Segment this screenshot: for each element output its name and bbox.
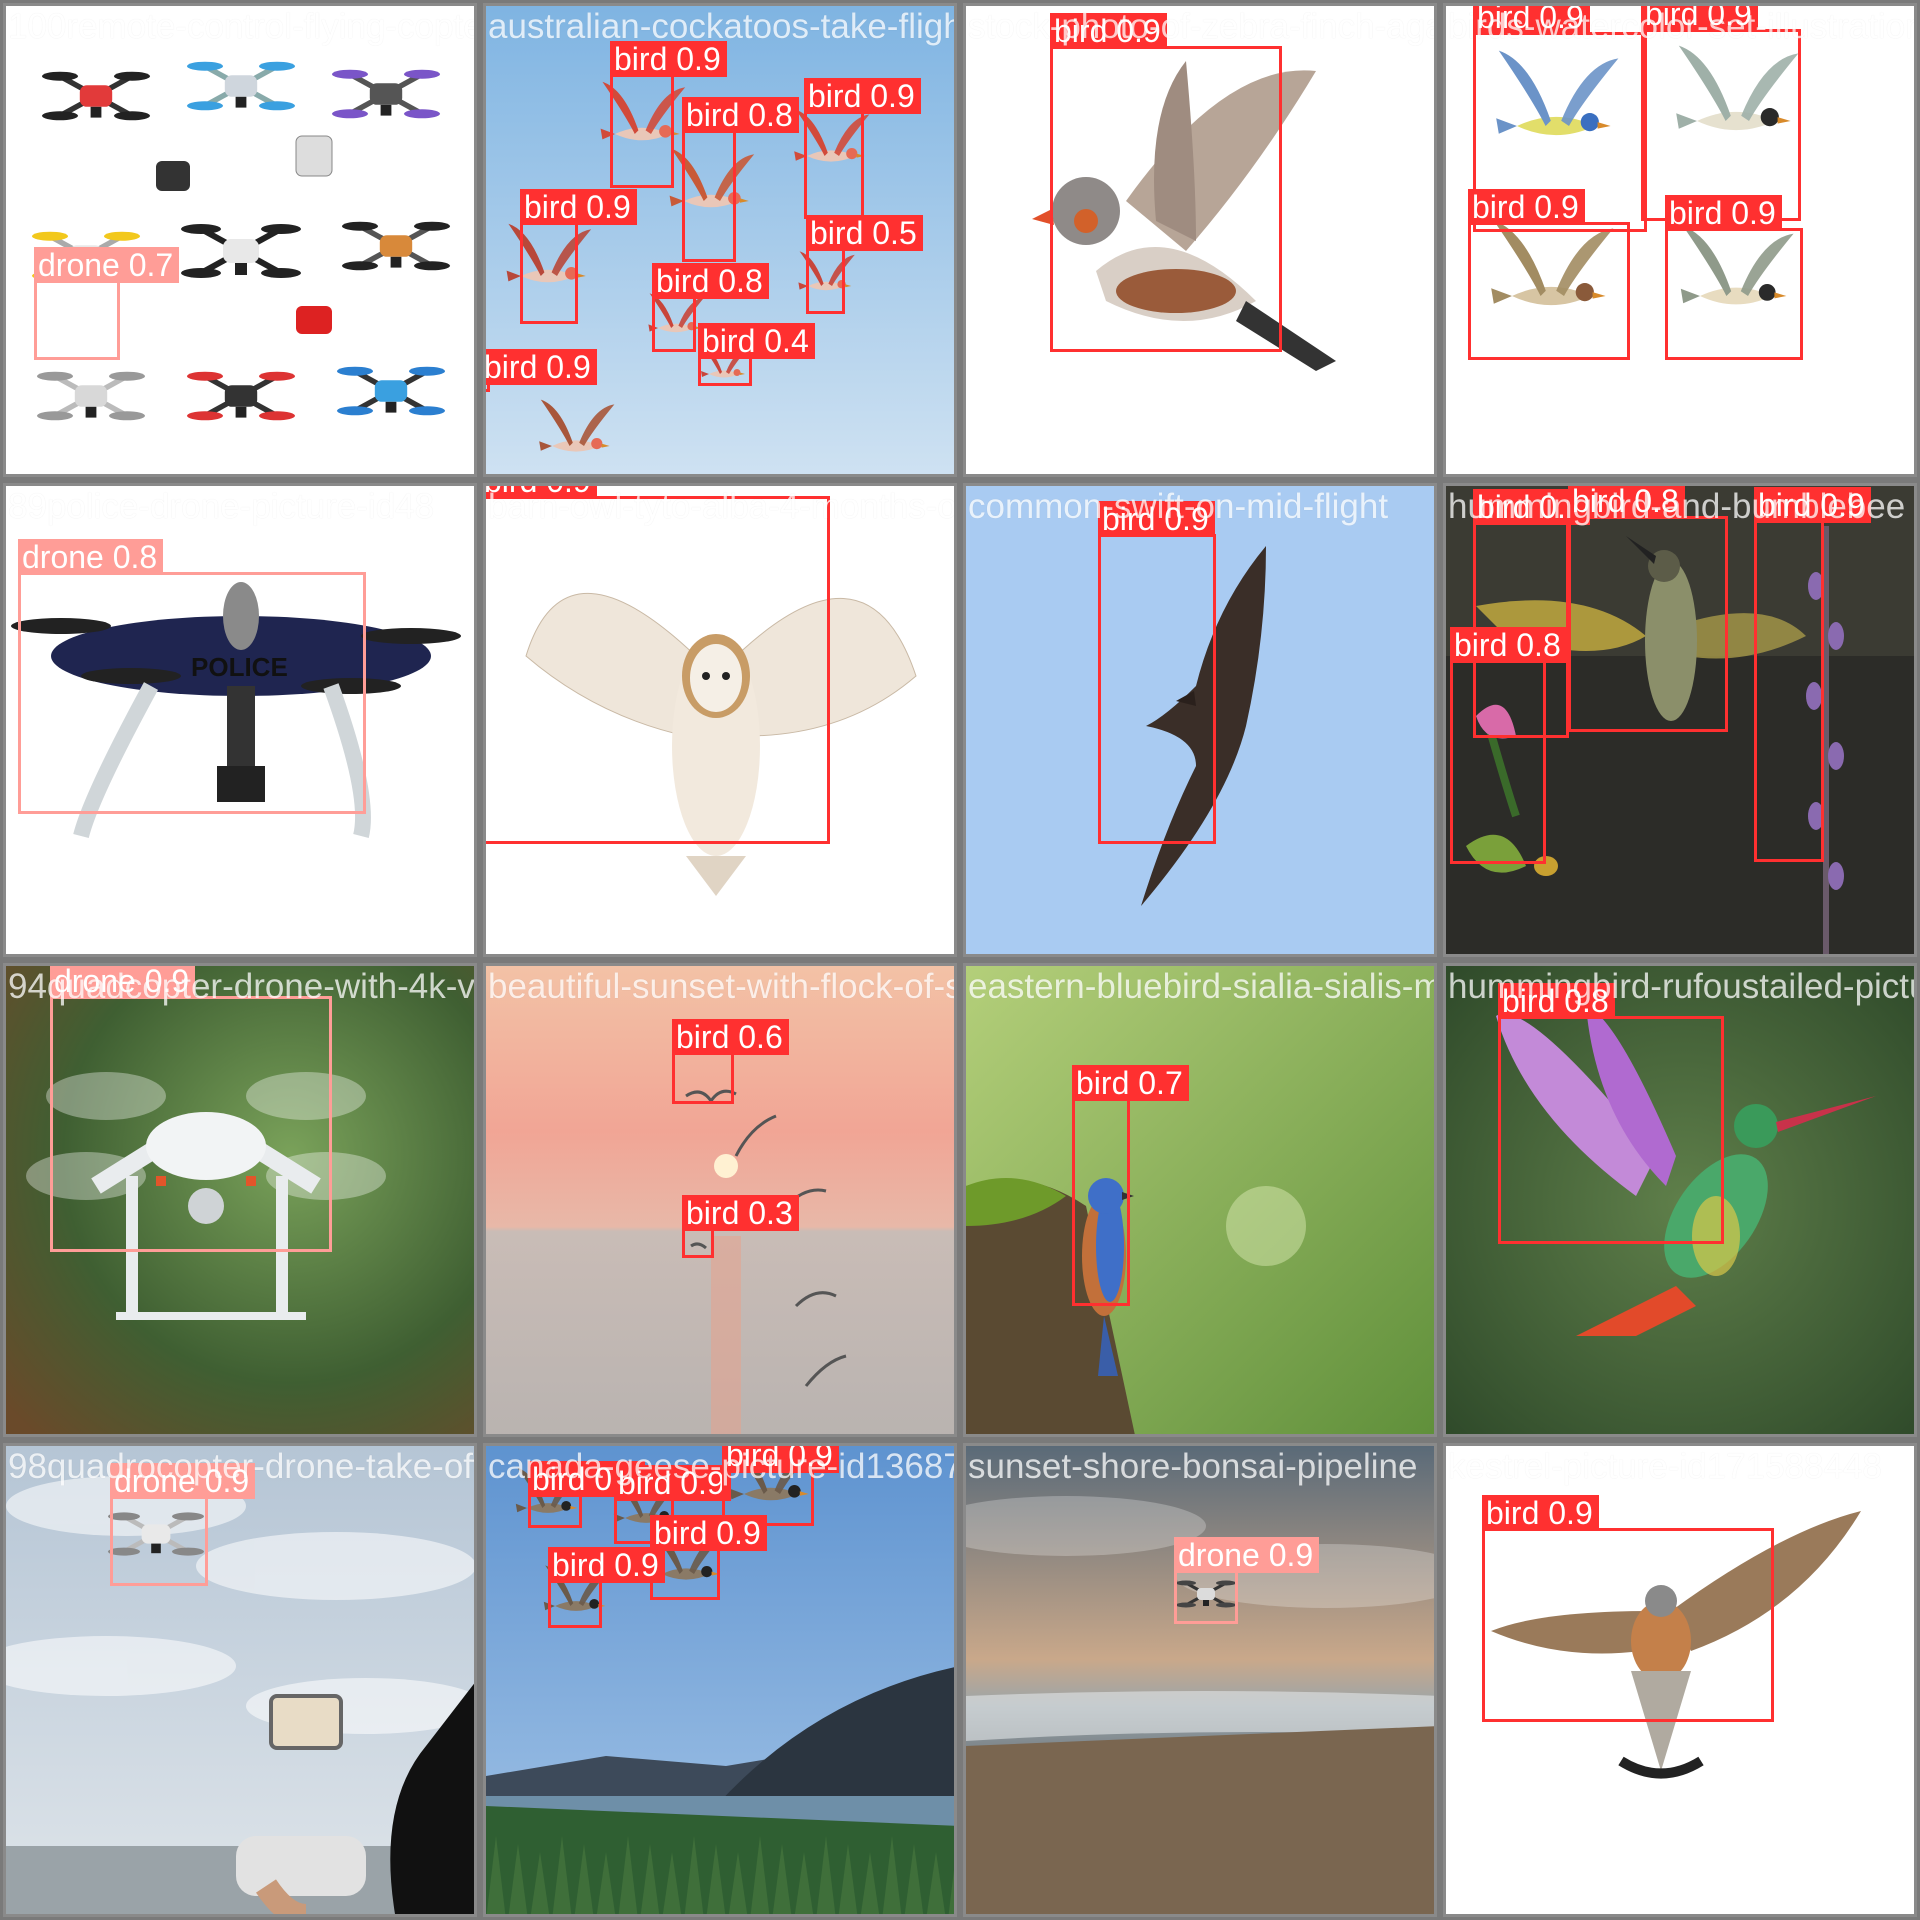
detection-label: bird 0.9	[1050, 13, 1167, 49]
bird-detection-box: bird 0.9	[486, 486, 830, 844]
bird-detection-box: bird 0.9	[1482, 1495, 1774, 1722]
image-tile: drone 0.998quadrocopter-drone-take-off-v…	[3, 1443, 477, 1917]
drone-detection-box: drone 0.8	[18, 539, 366, 814]
scene-zebra-finch-white	[966, 6, 1434, 474]
detection-label: drone 0.7	[34, 247, 180, 283]
scene-bluebird-green-blur	[966, 966, 1434, 1434]
detection-label: bird 0.9	[1665, 195, 1782, 231]
detection-label: bird 0.9	[650, 1515, 767, 1551]
detection-label: drone 0.9	[50, 966, 196, 999]
detection-label: bird 0.8	[652, 263, 769, 299]
detection-label: bird 0.9	[520, 189, 637, 225]
detection-label: bird 0.9	[1473, 6, 1590, 35]
bird-detection-box: bird 0.9	[650, 1515, 767, 1600]
bird-detection-box: bird 0.9	[1468, 189, 1630, 360]
scene-white-drone-green-blur	[6, 966, 474, 1434]
drone-detection-box: drone 0.7	[34, 247, 180, 360]
detection-label: bird 0.8	[682, 97, 799, 133]
detection-label: drone 0.9	[1174, 1537, 1320, 1573]
detection-label: bird 0.9	[610, 41, 727, 77]
scene-drones-collection-white	[6, 6, 474, 474]
detection-label: bird 0.9	[486, 486, 597, 499]
detection-label: bird 0.4	[698, 323, 815, 359]
scene-drone-cloudy-controller	[6, 1446, 474, 1914]
detection-label: bird 0.9	[1641, 6, 1758, 32]
detection-label: drone 0.9	[110, 1463, 256, 1499]
detection-label: bird 0.9	[548, 1547, 665, 1583]
bird-detection-box: bird 0.8	[1450, 627, 1567, 864]
drone-detection-box: drone 0.9	[110, 1463, 256, 1586]
drone-detection-box: drone 0.9	[50, 966, 332, 1252]
bird-detection-box: bird 0.9	[1665, 195, 1803, 360]
bird-detection-box: bird 0.6	[672, 1019, 789, 1104]
bird-detection-box: bird 0.9	[1641, 6, 1801, 221]
scene-beach-sunset-drone	[966, 1446, 1434, 1914]
drone-detection-box: drone 0.9	[1174, 1537, 1320, 1624]
scene-swift-blue-sky	[966, 486, 1434, 954]
image-tile: bird 0.7eastern-bluebird-sialia-sialis-m…	[963, 963, 1437, 1437]
scene-hummingbird-green-blur	[1446, 966, 1914, 1434]
bird-detection-box: bird 0.9	[528, 1461, 645, 1528]
detection-label: bird 0.7	[1072, 1065, 1189, 1101]
scene-watercolor-birds-white	[1446, 6, 1914, 474]
bird-detection-box: bird 0.9	[1754, 487, 1871, 862]
bird-detection-box: bird 0.9	[486, 349, 597, 392]
detection-label: bird 0.8	[1450, 627, 1567, 663]
scene-barn-owl-white	[486, 486, 954, 954]
image-tile: drone 0.7100remote-control-flying-copter…	[3, 3, 477, 477]
bird-detection-box: bird 0.9	[548, 1547, 665, 1628]
bird-detection-box: bird 0.9	[722, 1446, 839, 1526]
detection-label: drone 0.8	[18, 539, 164, 575]
bird-detection-box: bird 0.9	[804, 78, 921, 219]
detection-label: bird 0.9	[1468, 189, 1585, 225]
detection-label: bird 0.8	[1568, 486, 1685, 519]
bird-detection-box: bird 0.5	[806, 215, 923, 314]
detection-label: bird 0.9	[722, 1446, 839, 1473]
image-tile: drone 0.994quadcopter-drone-with-4k-vide…	[3, 963, 477, 1437]
bird-detection-box: bird 0.8	[652, 263, 769, 352]
detection-label: bird 0.5	[806, 215, 923, 251]
detection-label: bird 0.9	[1754, 487, 1871, 523]
bird-detection-box: bird 0.8	[1498, 983, 1724, 1244]
bird-detection-box: bird 0.7	[1072, 1065, 1189, 1306]
bird-detection-box: bird 0.9	[614, 1465, 731, 1544]
svg-text:POLICE: POLICE	[191, 652, 288, 682]
bird-detection-box: bird 0.9	[1050, 13, 1282, 352]
detection-label: bird 0.9	[486, 349, 597, 385]
detection-label: bird 0.6	[672, 1019, 789, 1055]
detection-label: bird 0.9	[804, 78, 921, 114]
bird-detection-box: bird 0.4	[698, 323, 815, 386]
bird-detection-box: bird 0.8	[1568, 486, 1728, 732]
detection-label: bird 0.8	[1498, 983, 1615, 1019]
bird-detection-box: bird 0.8	[682, 97, 799, 262]
bird-detection-box: bird 0.9	[610, 41, 727, 188]
detection-label: bird 0.9	[1482, 1495, 1599, 1531]
detection-label: bird 0.3	[682, 1195, 799, 1231]
bird-detection-box: bird 0.9	[520, 189, 637, 324]
image-tile: bird 0.9stock-photo-of-zebra-finch-again…	[963, 3, 1437, 477]
bird-detection-box: bird 0.3	[682, 1195, 799, 1258]
detection-label: bird 0.9	[614, 1465, 731, 1501]
bird-detection-box: bird 0.9	[1473, 6, 1647, 232]
image-tile: bird 0.9barn-owl-tyto-alba-4-months-old-…	[483, 483, 957, 957]
bird-detection-box: bird 0.9	[1098, 501, 1216, 844]
detection-label: bird 0.9	[1098, 501, 1215, 537]
